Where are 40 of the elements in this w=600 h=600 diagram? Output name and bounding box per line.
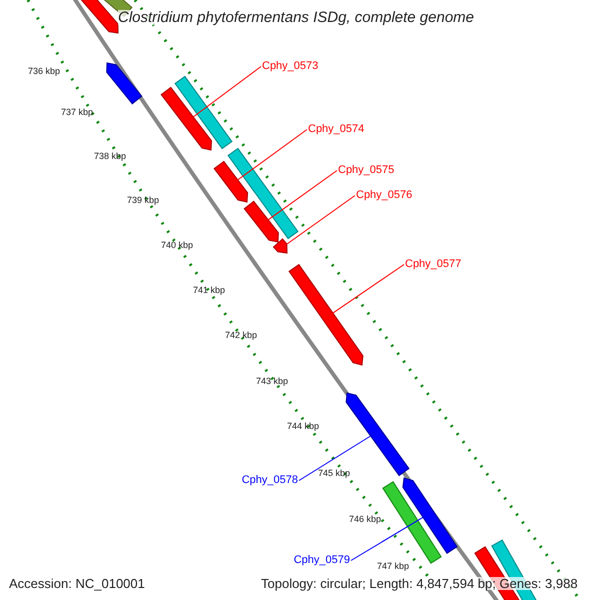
gene-bar (288, 264, 364, 366)
scale-label: 740 kbp (161, 241, 194, 250)
gene-bar (227, 148, 299, 240)
leader-line (332, 264, 404, 314)
gene-bar (244, 200, 279, 243)
scale-label: 744 kbp (287, 422, 320, 431)
leader-line (286, 195, 356, 244)
scale-label: 747 kbp (377, 562, 410, 571)
scale-label: 736 kbp (28, 67, 60, 76)
title: Clostridium phytofermentans ISDg, complete genome (118, 10, 474, 25)
gene-bar (106, 62, 142, 104)
gene-label: Cphy_0573 (262, 61, 318, 72)
gene-bar (272, 238, 288, 254)
gene-label: Cphy_0579 (294, 555, 350, 566)
scale-label: 738 kbp (94, 152, 126, 161)
gene-bar (382, 481, 442, 564)
leader-line (268, 170, 338, 220)
scale-label: 742 kbp (225, 331, 258, 340)
footer-text: Topology: circular; Length: 4,847,594 bp; Genes: 3,988 (261, 577, 578, 590)
gene-bar (160, 86, 212, 151)
gene-label: Cphy_0577 (405, 259, 462, 270)
footer-text: Accession: NC_010001 (9, 577, 145, 590)
leader-line (298, 436, 372, 481)
scale-label: 741 kbp (193, 286, 226, 295)
leader-line (350, 516, 424, 561)
scale-label: 746 kbp (349, 515, 382, 524)
gene-label: Cphy_0574 (308, 124, 364, 135)
leader-line (237, 129, 308, 180)
scale-label: 743 kbp (256, 377, 288, 386)
gene-bar (214, 160, 248, 203)
gene-label: Cphy_0576 (356, 190, 412, 201)
gene-label: Cphy_0575 (338, 165, 394, 176)
gene-bar (80, 0, 118, 34)
gene-bar (174, 76, 233, 150)
gene-label: Cphy_0578 (242, 475, 298, 486)
leader-line (192, 66, 262, 118)
scale-label: 745 kbp (318, 469, 350, 478)
gene-bar (402, 477, 458, 554)
scale-label: 737 kbp (61, 108, 94, 117)
scale-label: 739 kbp (127, 196, 160, 205)
